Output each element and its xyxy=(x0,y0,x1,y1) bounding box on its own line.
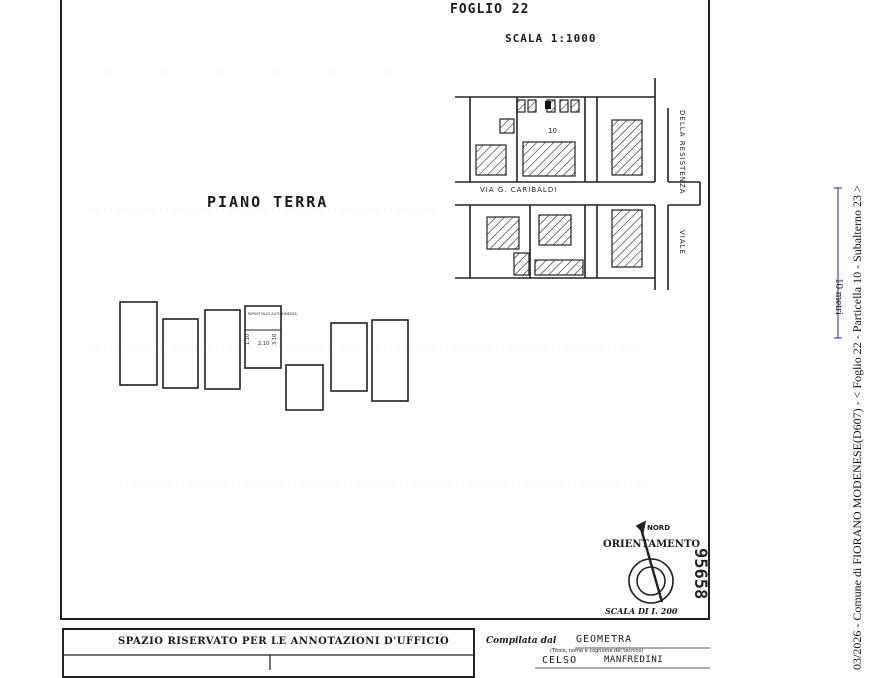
street-resistenza: DELLA RESISTENZA xyxy=(678,110,686,195)
drawing-frame xyxy=(60,0,710,620)
scale-bar xyxy=(834,187,842,339)
orientation-label: ORIENTAMENTO xyxy=(603,539,701,550)
compass-icon xyxy=(628,520,674,604)
parcel-number: 10 xyxy=(548,127,557,135)
map-scale: SCALA 1:1000 xyxy=(505,32,597,45)
sheet-number: FOGLIO 22 xyxy=(450,2,530,17)
street-viale: VIALE xyxy=(678,230,686,255)
technician-last-name: MANFREDINI xyxy=(604,655,664,665)
scale-bar-label: 10 metri xyxy=(833,278,845,315)
unit-label-2: 2.10 xyxy=(258,341,269,347)
technician-title: GEOMETRA xyxy=(576,634,633,645)
office-annotation-title: SPAZIO RISERVATO PER LE ANNOTAZIONI D'UF… xyxy=(118,636,450,647)
location-map xyxy=(455,78,701,290)
unit-label-3: 3.10 xyxy=(272,334,278,345)
hatched-buildings xyxy=(475,99,643,276)
technician-first-name: CELSO xyxy=(542,655,578,666)
handwritten-stamp: 95658 xyxy=(690,548,710,600)
north-label: NORD xyxy=(647,524,671,532)
target-unit-marker xyxy=(545,101,551,109)
compiled-by-label: Compilata dal xyxy=(486,636,557,646)
sidebar-reference: 03/2026 - Comune di FIORANO MODENESE(D60… xyxy=(850,185,864,670)
plan-scale-label: SCALA DI I. 200 xyxy=(605,606,678,616)
street-via-garibaldi: VIA G. CARIBALDI xyxy=(480,186,558,194)
floor-plan xyxy=(119,301,409,411)
scan-dotted-lines xyxy=(90,71,650,486)
unit-label-1: 1.10 xyxy=(245,334,251,345)
floor-title: PIANO TERRA xyxy=(207,193,329,211)
compiled-by-hint: (Titolo, nome e cognome del tecnico) xyxy=(550,648,644,654)
small-plate-label: RIPOSTIGLIO AUTORIMESSA xyxy=(248,312,297,316)
footer-lines xyxy=(62,647,710,670)
